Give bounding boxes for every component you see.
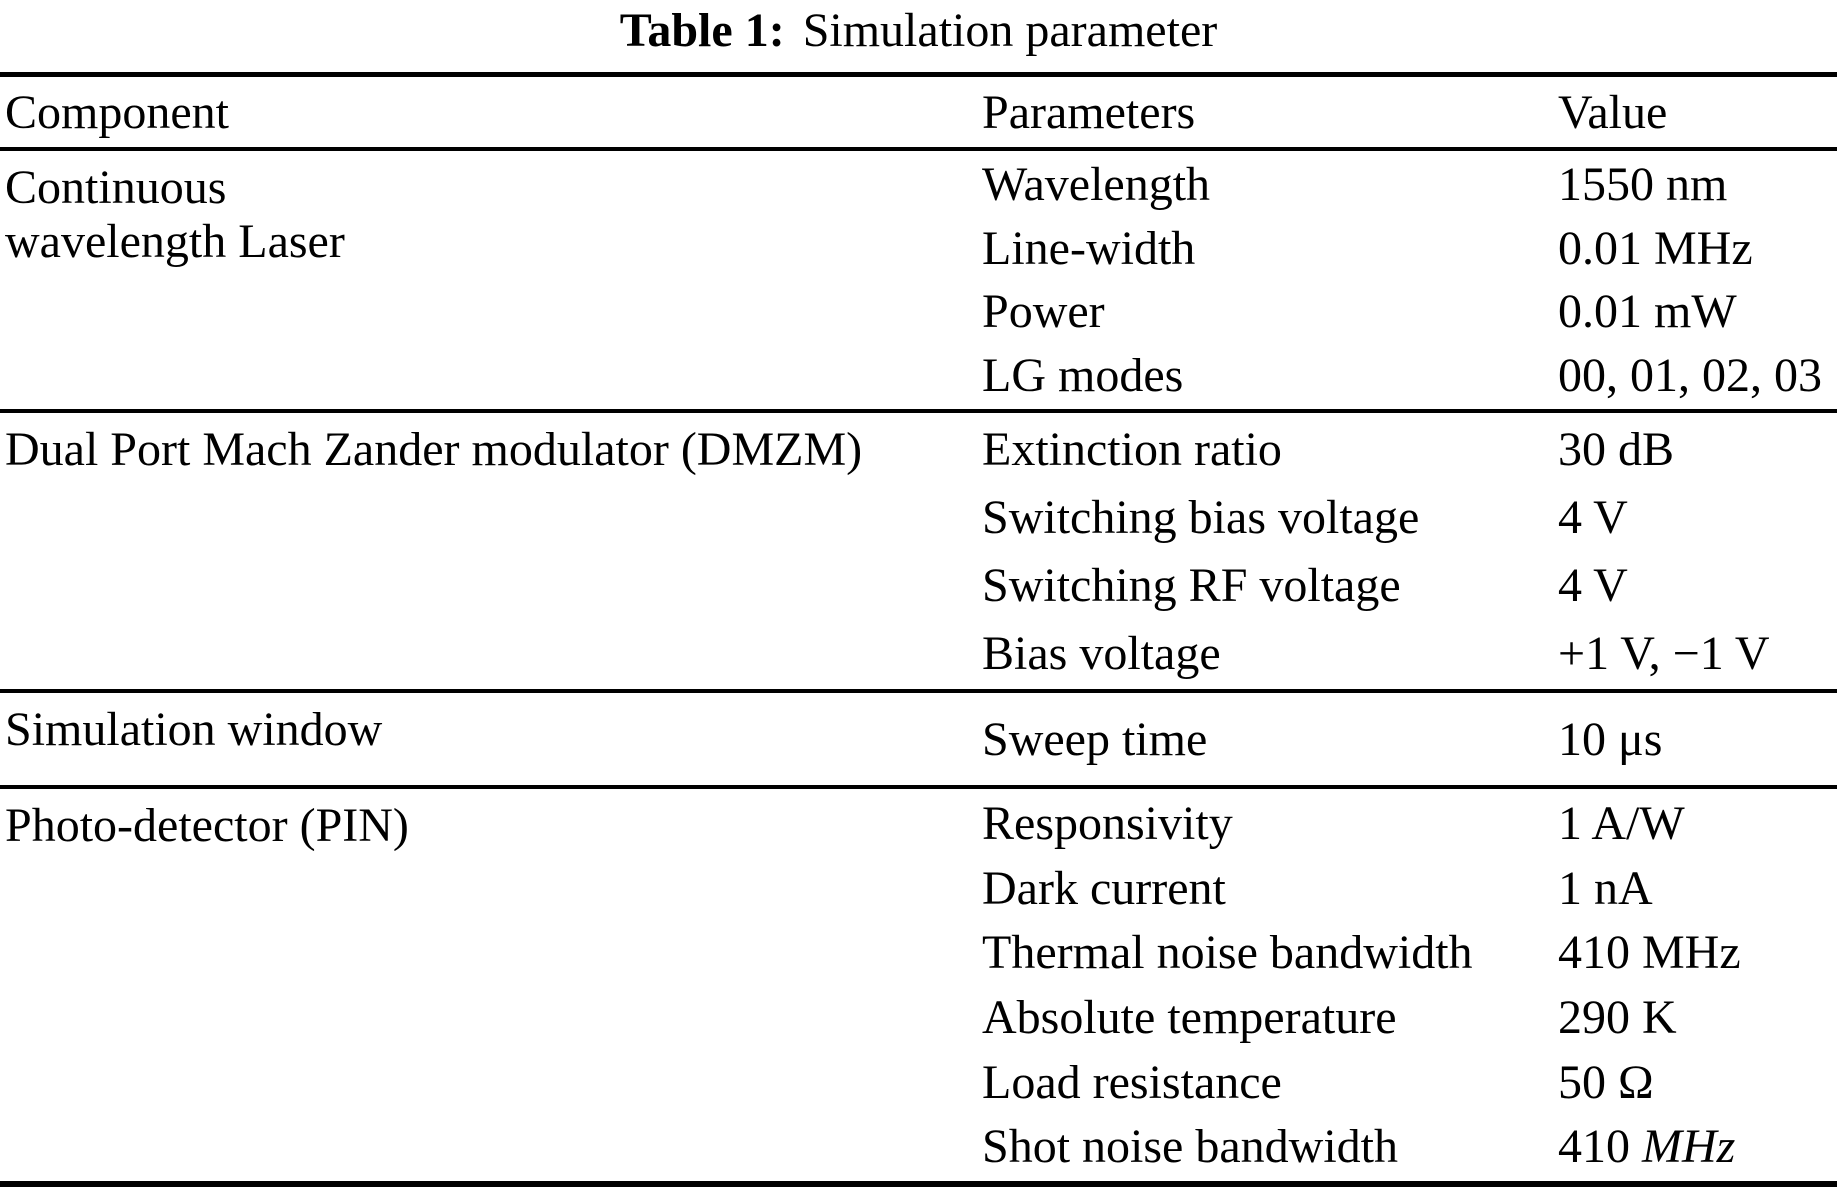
value-cell: 4 V xyxy=(1558,490,1628,544)
table-row: Extinction ratio 30 dB xyxy=(982,415,1837,483)
value-cell: +1 V, −1 V xyxy=(1558,626,1770,680)
param-cell: Wavelength xyxy=(982,158,1211,212)
param-cell: LG modes xyxy=(982,348,1184,402)
value-cell: 30 dB xyxy=(1558,422,1675,476)
table-row: Responsivity 1 A/W xyxy=(982,791,1837,856)
value-cell: 00, 01, 02, 03 xyxy=(1558,348,1822,402)
table-caption-text: Simulation parameter xyxy=(802,3,1218,57)
value-cell: 1 nA xyxy=(1558,861,1653,915)
table-row: Line-width 0.01 MHz xyxy=(982,217,1837,281)
component-cell: Continuous wavelength Laser xyxy=(5,161,345,268)
value-cell: 410 MHz xyxy=(1558,926,1741,980)
component-cell: Photo-detector (PIN) xyxy=(5,799,409,852)
section-rows: Wavelength 1550 nm Line-width 0.01 MHz P… xyxy=(982,151,1837,409)
param-cell: Sweep time xyxy=(982,712,1208,766)
value-text: 410 xyxy=(1558,1120,1642,1174)
table-row: Wavelength 1550 nm xyxy=(982,153,1837,217)
param-cell: Extinction ratio xyxy=(982,422,1282,476)
component-cell: Simulation window xyxy=(5,703,383,756)
table-row: Dark current 1 nA xyxy=(982,856,1837,921)
table-bottom-rule xyxy=(0,1181,1837,1187)
value-cell: 4 V xyxy=(1558,558,1628,612)
section-rows: Extinction ratio 30 dB Switching bias vo… xyxy=(982,413,1837,689)
param-cell: Switching bias voltage xyxy=(982,490,1420,544)
param-cell: Bias voltage xyxy=(982,626,1221,680)
table-header-row: Component Parameters Value xyxy=(0,77,1837,147)
value-cell: 410 MHz xyxy=(1558,1119,1837,1174)
table-row: Load resistance 50 Ω xyxy=(982,1050,1837,1115)
table-row: Switching RF voltage 4 V xyxy=(982,551,1837,619)
table-section-photodetector: Photo-detector (PIN) Responsivity 1 A/W … xyxy=(0,789,1837,1181)
value-cell: 1550 nm xyxy=(1558,158,1728,212)
param-cell: Load resistance xyxy=(982,1055,1282,1109)
table-row: Thermal noise bandwidth 410 MHz xyxy=(982,920,1837,985)
table-caption-label: Table 1: xyxy=(619,3,785,57)
table-top-rule xyxy=(0,72,1837,77)
value-italic-unit: MHz xyxy=(1642,1120,1736,1174)
table-caption: Table 1: Simulation parameter xyxy=(0,0,1837,72)
value-cell: 50 Ω xyxy=(1558,1055,1654,1109)
column-header-value: Value xyxy=(1558,85,1668,139)
table-section-simulation-window: Simulation window Sweep time 10 μs xyxy=(0,693,1837,785)
column-header-parameters: Parameters xyxy=(982,85,1196,139)
param-cell: Responsivity xyxy=(982,796,1233,850)
section-rows: Sweep time 10 μs xyxy=(982,693,1837,785)
table-row: Bias voltage +1 V, −1 V xyxy=(982,619,1837,687)
param-cell: Power xyxy=(982,285,1105,339)
param-cell: Line-width xyxy=(982,221,1196,275)
param-cell: Absolute temperature xyxy=(982,990,1397,1044)
table-row: Shot noise bandwidth 410 MHz xyxy=(982,1114,1837,1179)
value-cell: 1 A/W xyxy=(1558,796,1685,850)
table-section-dmzm: Dual Port Mach Zander modulator (DMZM) E… xyxy=(0,413,1837,689)
table-section-laser: Continuous wavelength Laser Wavelength 1… xyxy=(0,151,1837,409)
param-cell: Shot noise bandwidth xyxy=(982,1120,1398,1174)
value-cell: 0.01 MHz xyxy=(1558,221,1753,275)
table-row: Sweep time 10 μs xyxy=(982,695,1837,783)
param-cell: Thermal noise bandwidth xyxy=(982,926,1473,980)
value-cell: 10 μs xyxy=(1558,712,1663,766)
param-cell: Dark current xyxy=(982,861,1226,915)
param-cell: Switching RF voltage xyxy=(982,558,1401,612)
header-divider-rule xyxy=(0,147,1837,151)
table-row: LG modes 00, 01, 02, 03 xyxy=(982,344,1837,408)
table-row: Power 0.01 mW xyxy=(982,280,1837,344)
table-row: Switching bias voltage 4 V xyxy=(982,483,1837,551)
value-cell: 0.01 mW xyxy=(1558,285,1737,339)
table-row: Absolute temperature 290 K xyxy=(982,985,1837,1050)
component-cell: Dual Port Mach Zander modulator (DMZM) xyxy=(5,423,863,476)
column-header-component: Component xyxy=(5,85,229,139)
value-cell: 290 K xyxy=(1558,990,1677,1044)
section-divider-rule xyxy=(0,689,1837,693)
section-divider-rule xyxy=(0,409,1837,413)
section-divider-rule xyxy=(0,785,1837,789)
section-rows: Responsivity 1 A/W Dark current 1 nA The… xyxy=(982,789,1837,1181)
